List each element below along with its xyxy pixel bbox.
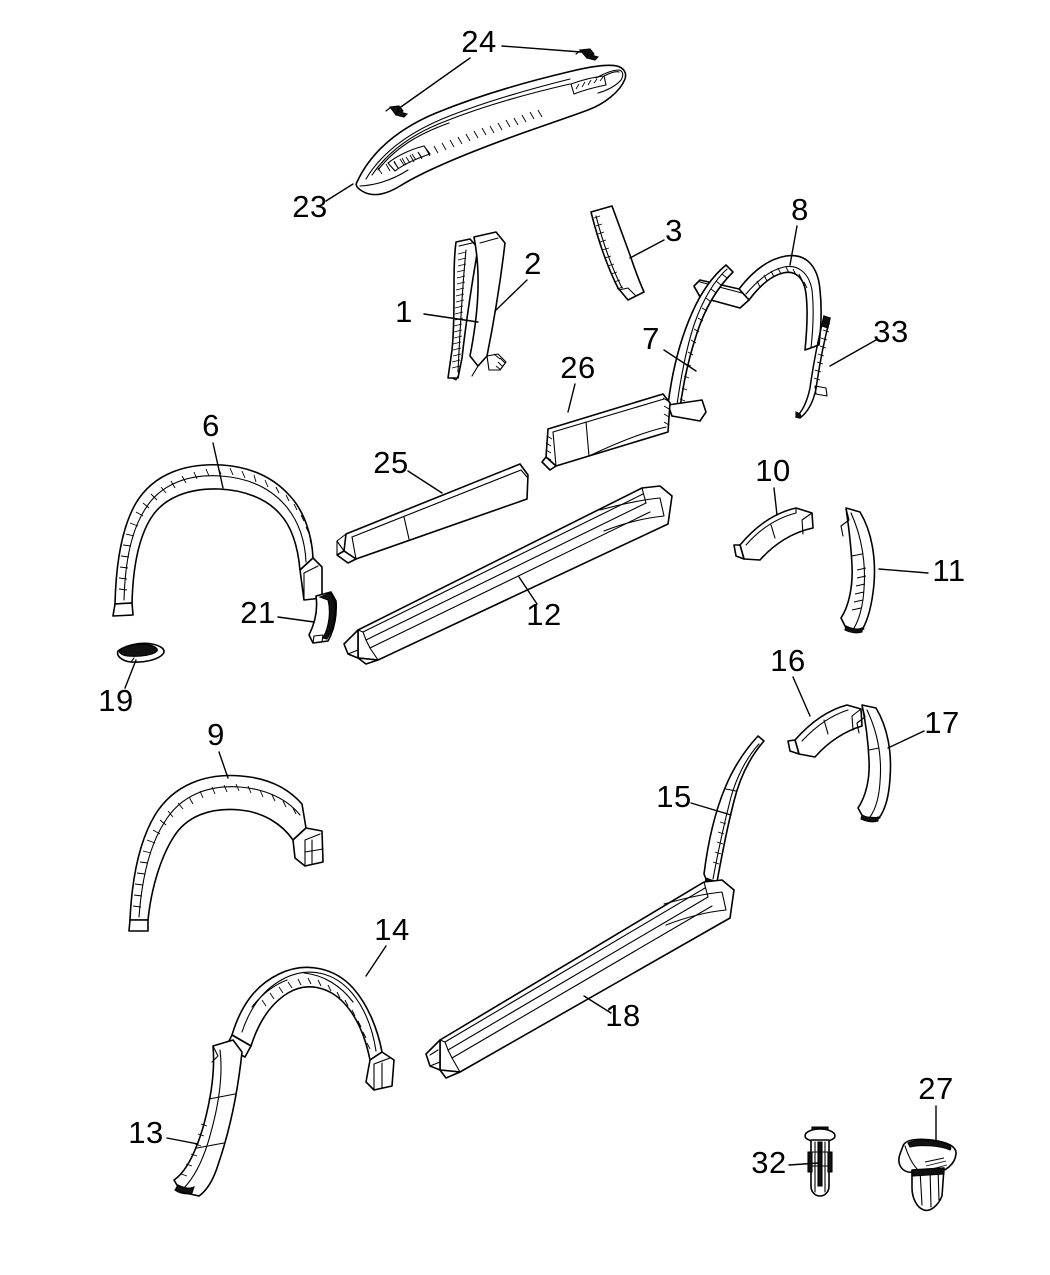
- part-26-hatch: [545, 397, 670, 461]
- leader-7: [663, 349, 697, 372]
- leader-33: [829, 339, 877, 367]
- part-23-roof-rail[interactable]: [355, 64, 627, 196]
- callout-label-3: 3: [665, 213, 683, 248]
- leader-3: [629, 239, 665, 259]
- callout-label-27: 27: [918, 1071, 953, 1106]
- callout-label-7: 7: [642, 321, 660, 356]
- part-7-wheel-molding-lower[interactable]: [667, 264, 734, 422]
- callout-label-23: 23: [292, 189, 327, 224]
- callout-label-19: 19: [98, 683, 133, 718]
- callout-labels: 1 2 3 6 7 8 9 10 11 12 13 14 15 16 17 18…: [98, 24, 965, 1180]
- part-2-hatch: [493, 353, 506, 371]
- callout-label-6: 6: [202, 408, 220, 443]
- leader-1: [423, 313, 479, 323]
- callout-label-1: 1: [395, 294, 413, 329]
- leader-16: [792, 676, 811, 717]
- callout-label-13: 13: [128, 1115, 163, 1150]
- leader-13: [166, 1137, 199, 1145]
- leader-26: [567, 383, 576, 413]
- part-14-hatch: [261, 977, 371, 1050]
- part-14-rear-wheel-flare-right[interactable]: [225, 966, 395, 1091]
- callout-label-9: 9: [207, 717, 225, 752]
- callout-label-17: 17: [924, 705, 959, 740]
- callout-label-21: 21: [240, 595, 275, 630]
- leader-14: [365, 945, 387, 977]
- part-19-clip-trim[interactable]: [116, 642, 165, 663]
- leader-17: [887, 730, 925, 749]
- callout-label-16: 16: [770, 643, 805, 678]
- callout-label-33: 33: [873, 314, 908, 349]
- part-33-seal-strip[interactable]: [795, 315, 831, 419]
- leader-18: [583, 995, 612, 1014]
- part-9-hatch: [132, 783, 297, 908]
- callout-label-32: 32: [751, 1145, 786, 1180]
- callout-label-12: 12: [526, 597, 561, 632]
- callout-label-25: 25: [373, 445, 408, 480]
- part-8-wheel-flare-upper[interactable]: [693, 254, 822, 351]
- leader-32: [788, 1162, 819, 1166]
- leader-6: [212, 442, 224, 489]
- leader-21: [277, 616, 315, 623]
- leader-23: [325, 183, 354, 202]
- callout-label-15: 15: [656, 779, 691, 814]
- callout-label-2: 2: [524, 246, 542, 281]
- callout-label-14: 14: [374, 912, 409, 947]
- part-16-flare-extension-upper[interactable]: [787, 704, 863, 758]
- leader-11: [878, 568, 929, 574]
- part-7-hatch: [679, 273, 728, 402]
- part-13-rear-flare-lower-extension[interactable]: [173, 1039, 243, 1197]
- leader-10: [773, 487, 778, 516]
- part-18-rocker-panel-rear[interactable]: [425, 879, 735, 1079]
- part-26-rear-door-lower-molding[interactable]: [541, 393, 671, 471]
- leader-2: [494, 279, 528, 312]
- part-11-hatch: [851, 567, 867, 611]
- part-12-rocker-panel-front[interactable]: [343, 485, 673, 665]
- leader-9: [218, 751, 229, 779]
- leader-12: [518, 576, 538, 605]
- part-25-front-door-lower-molding[interactable]: [336, 463, 529, 564]
- callout-label-10: 10: [755, 453, 790, 488]
- callout-label-11: 11: [932, 553, 965, 588]
- leader-8: [789, 225, 798, 266]
- part-3-quarter-window-applique[interactable]: [590, 205, 645, 301]
- part-32-push-pin-narrow[interactable]: [804, 1126, 836, 1197]
- part-6-front-wheel-flare[interactable]: [112, 463, 323, 617]
- part-1-window-frame-molding-inner[interactable]: [447, 238, 479, 381]
- part-15-rear-flare-molding[interactable]: [703, 735, 765, 887]
- part-2-window-frame-molding-outer[interactable]: [469, 231, 507, 377]
- callout-label-8: 8: [791, 192, 809, 227]
- part-10-flare-extension-front[interactable]: [733, 507, 814, 561]
- part-9-rear-wheel-flare[interactable]: [128, 774, 324, 932]
- part-27-push-pin-wide[interactable]: [898, 1138, 957, 1212]
- leader-lines: [124, 45, 937, 1166]
- leader-24-right: [501, 45, 582, 53]
- leader-19: [124, 659, 137, 689]
- callout-label-26: 26: [560, 350, 595, 385]
- callout-label-18: 18: [605, 998, 640, 1033]
- part-24-screw-right[interactable]: [575, 48, 600, 61]
- leader-15: [690, 802, 732, 816]
- callout-label-24: 24: [461, 24, 496, 59]
- part-13-hatch: [180, 1123, 208, 1177]
- part-24-screw-left[interactable]: [385, 105, 409, 118]
- part-3-hatch: [593, 215, 624, 290]
- leader-25: [407, 470, 443, 494]
- part-11-flare-extension-rear[interactable]: [840, 507, 876, 634]
- part-6-hatch: [118, 466, 313, 591]
- part-33-hatch: [813, 321, 831, 381]
- part-8-hatch: [756, 266, 808, 289]
- part-21-rocker-end-cap[interactable]: [308, 591, 337, 644]
- leader-24-left: [397, 57, 471, 110]
